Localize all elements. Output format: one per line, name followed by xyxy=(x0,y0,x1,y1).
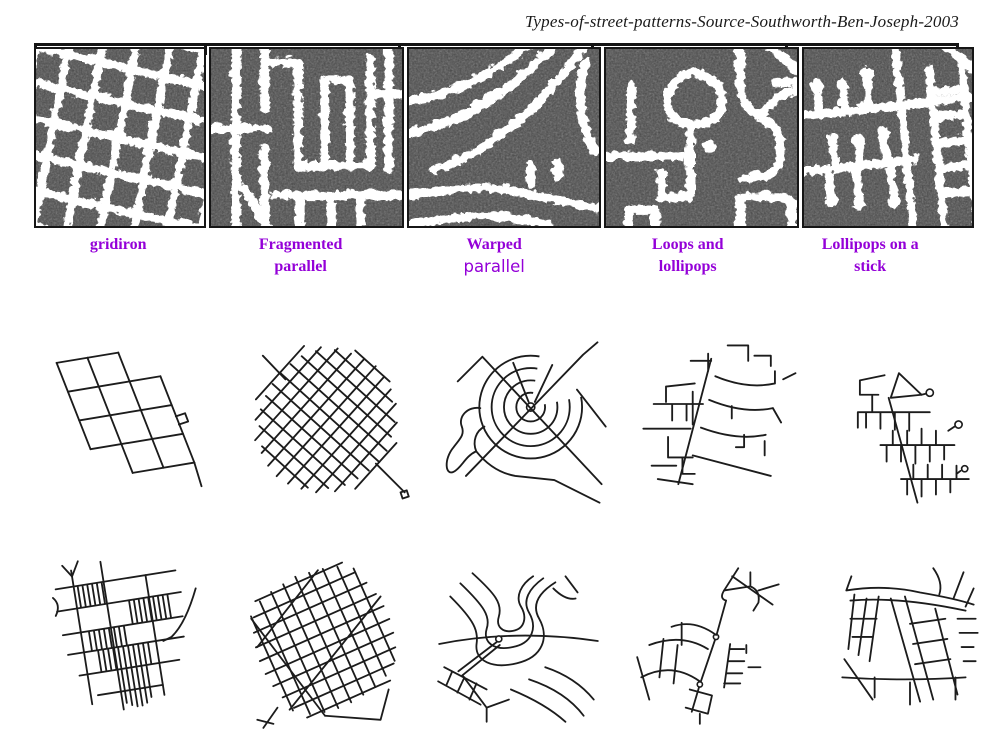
pattern-labels: gridiron Fragmented parallel Warped para… xyxy=(34,234,959,278)
photo-gridiron xyxy=(34,47,207,228)
sketch-row-1 xyxy=(34,330,970,515)
label-line: parallel xyxy=(463,256,525,276)
sketch-fragmented-parallel-1 xyxy=(232,330,427,515)
sketch-warped-parallel-2 xyxy=(424,548,616,740)
photo-strip xyxy=(34,47,975,228)
sketch-lollipops-on-a-stick-2 xyxy=(814,548,983,740)
sketch-loops-and-lollipops-1 xyxy=(629,330,824,515)
label-line: stick xyxy=(854,257,887,275)
label-line: Warped xyxy=(466,236,522,253)
sketch-gridiron-2 xyxy=(34,548,226,740)
sketch-gridiron-1 xyxy=(34,330,229,515)
sketch-warped-parallel-1 xyxy=(431,330,626,515)
photo-loops-and-lollipops xyxy=(604,47,799,228)
label-line: gridiron xyxy=(89,236,147,253)
photo-fragmented-parallel xyxy=(209,47,404,228)
sketch-lollipops-on-a-stick-1 xyxy=(827,330,983,515)
figure-title: Types-of-street-patterns-Source-Southwor… xyxy=(525,12,959,31)
pattern-label-warped-parallel: Warped parallel xyxy=(399,234,590,278)
top-rule xyxy=(34,43,960,55)
pattern-label-fragmented-parallel: Fragmented parallel xyxy=(205,234,396,278)
sketch-row-2 xyxy=(34,548,979,740)
pattern-label-gridiron: gridiron xyxy=(34,234,202,278)
photo-warped-parallel xyxy=(406,47,602,228)
pattern-label-loops-and-lollipops: Loops and lollipops xyxy=(592,234,783,278)
pattern-label-lollipops-on-a-stick: Lollipops on a stick xyxy=(786,234,954,278)
sketch-fragmented-parallel-2 xyxy=(229,548,421,740)
label-line: Loops and xyxy=(651,236,724,253)
label-line: lollipops xyxy=(658,257,717,275)
label-line: parallel xyxy=(274,257,327,275)
label-line: Fragmented xyxy=(258,236,343,253)
label-line: Lollipops on a xyxy=(821,236,919,253)
photo-lollipops-on-a-stick xyxy=(801,47,975,228)
sketch-loops-and-lollipops-2 xyxy=(619,548,811,740)
